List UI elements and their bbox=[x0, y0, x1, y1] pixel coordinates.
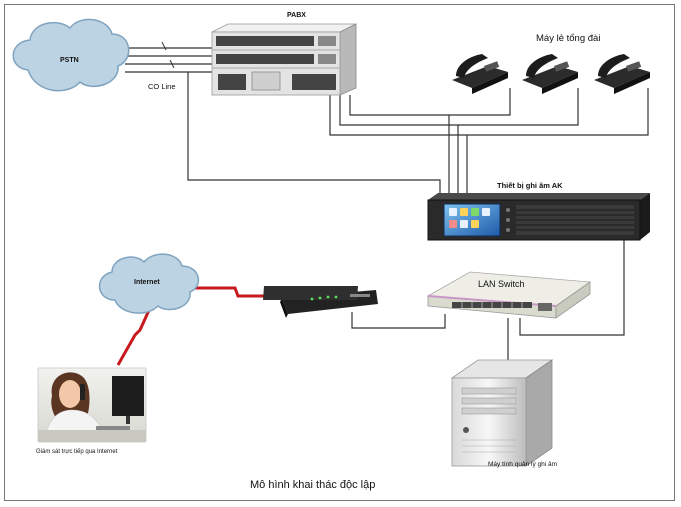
pc-label: Máy tính quản lý ghi âm bbox=[488, 461, 558, 468]
internet-label: Internet bbox=[134, 279, 160, 286]
modem-to-switch bbox=[351, 312, 446, 329]
co-tap-to-recorder bbox=[187, 72, 441, 200]
extensions-label: Máy lẻ tổng đài bbox=[536, 33, 601, 44]
ext-line-3 bbox=[349, 88, 511, 116]
modem-icon bbox=[263, 286, 378, 318]
co-line-break-marks bbox=[161, 41, 175, 69]
internet-to-modem-link bbox=[195, 286, 285, 298]
recorder-to-switch bbox=[519, 238, 625, 336]
cloud-icon bbox=[98, 253, 200, 314]
caption: Mô hình khai thác độc lập bbox=[250, 479, 376, 491]
co-line-label: CO Line bbox=[148, 82, 176, 91]
lan-switch-icon bbox=[426, 271, 592, 319]
desk-phone-icon bbox=[452, 54, 508, 94]
cloud-icon bbox=[12, 18, 130, 92]
person-photo-icon bbox=[37, 367, 147, 443]
diagram-frame bbox=[4, 4, 675, 501]
pabx-icon bbox=[211, 23, 357, 96]
lan-switch-label: LAN Switch bbox=[478, 279, 525, 289]
internet-to-monitor-link bbox=[116, 307, 152, 366]
pabx-label: PABX bbox=[287, 12, 306, 19]
ext-line-2 bbox=[339, 88, 579, 126]
ext-line-1 bbox=[329, 88, 649, 136]
desk-phone-icon bbox=[594, 54, 650, 94]
internet-links bbox=[116, 286, 285, 366]
recorder-label: Thiết bị ghi âm AK bbox=[497, 181, 563, 190]
server-icon bbox=[450, 359, 554, 467]
desk-phone-icon bbox=[522, 54, 578, 94]
pstn-label: PSTN bbox=[60, 57, 79, 64]
wires bbox=[125, 47, 649, 372]
recorder-icon bbox=[427, 193, 650, 241]
remote-monitor-label: Giám sát trực tiếp qua Internet bbox=[36, 449, 118, 455]
